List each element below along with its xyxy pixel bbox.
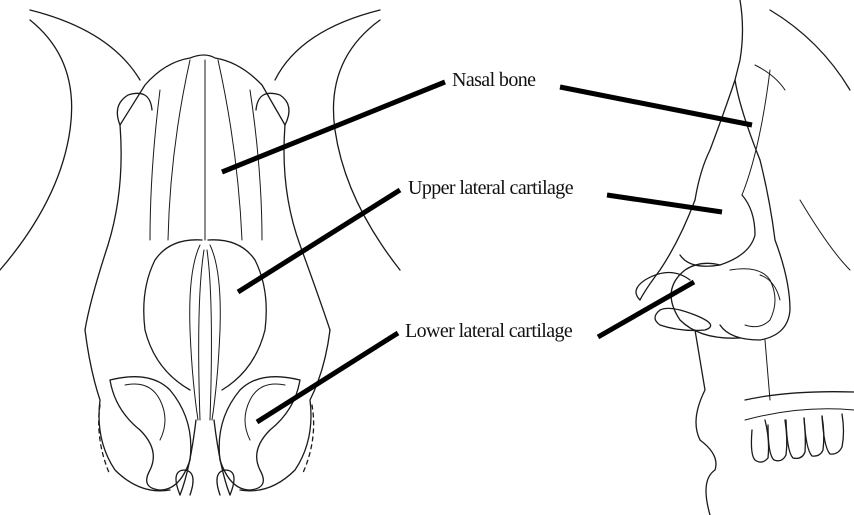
orbit-curve (770, 10, 850, 90)
tooth-1 (751, 420, 768, 462)
nasal-bone-outline-left (85, 125, 121, 330)
lateral-view (636, 0, 854, 515)
tooth-3 (786, 418, 805, 458)
nostril-lateral (655, 308, 711, 330)
alar-groove (760, 275, 780, 300)
lateral-crus (730, 269, 775, 327)
left-ala-dashed (99, 405, 110, 475)
label-nasal-bone: Nasal bone (452, 70, 535, 90)
tooth-4 (804, 416, 824, 456)
nasal-bone-inner-left (150, 90, 160, 240)
nasal-bone-right-edge (218, 60, 242, 240)
teeth (745, 392, 854, 462)
alar-left-inner (125, 384, 165, 440)
right-maxilla-notch (256, 93, 289, 125)
label-upper-lateral-cartilage: Upper lateral cartilage (408, 178, 573, 198)
tooth-5 (822, 414, 844, 454)
leader-nasal-bone-right (560, 87, 752, 125)
upper-lateral-cartilage-left (144, 240, 202, 390)
label-lower-lateral-cartilage: Lower lateral cartilage (405, 321, 572, 341)
left-orbit-arc (30, 10, 140, 80)
upper-lip-profile (695, 330, 716, 515)
alar-right-inner (245, 384, 285, 440)
tooth-2 (768, 420, 787, 461)
upper-lateral-cartilage-right (208, 240, 266, 390)
columella-left (180, 420, 196, 495)
lower-lateral-cartilage-right (219, 377, 300, 490)
left-orbit-outer (0, 20, 72, 270)
right-ala-outer (240, 330, 330, 491)
gum-line (745, 409, 854, 420)
cheek-line (800, 200, 850, 270)
nasal-bone-left-edge (168, 60, 190, 240)
nasal-bone-lateral (695, 80, 760, 200)
forehead-profile (735, 0, 743, 80)
jaw-line (745, 392, 854, 400)
leader-upper-lateral-right (607, 195, 722, 212)
frontal-view (0, 10, 400, 495)
right-orbit-outer (333, 20, 400, 270)
lower-lateral-cartilage-left (110, 377, 191, 490)
columella-right (214, 420, 230, 495)
nasal-dorsum (720, 160, 790, 340)
leader-upper-lateral-left (238, 190, 400, 292)
left-ala-outer (85, 330, 170, 491)
septal-inner (199, 250, 212, 420)
nasal-bone-inner-right (250, 90, 262, 240)
septum-line (765, 340, 770, 400)
right-orbit-arc (275, 10, 380, 80)
